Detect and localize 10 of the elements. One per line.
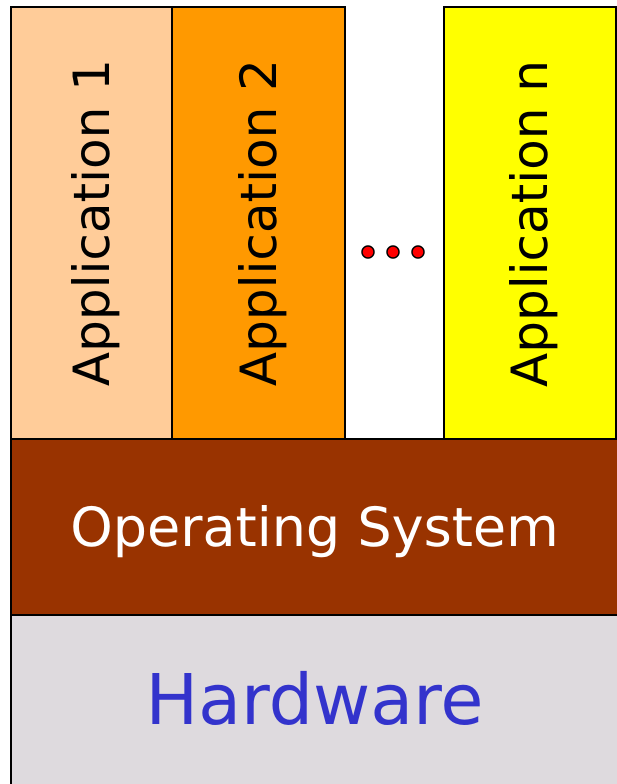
layer-label: Application 2: [230, 59, 288, 387]
layer-band: [10, 438, 617, 616]
layer-label: Operating System: [70, 496, 559, 558]
application-column: [171, 6, 346, 440]
layer-band: [10, 614, 617, 784]
layer-label: Application n: [501, 60, 559, 386]
layer-label: Application 1: [62, 59, 120, 387]
layer-label: Hardware: [146, 659, 484, 741]
application-column: [10, 6, 173, 440]
application-column: [443, 6, 617, 440]
